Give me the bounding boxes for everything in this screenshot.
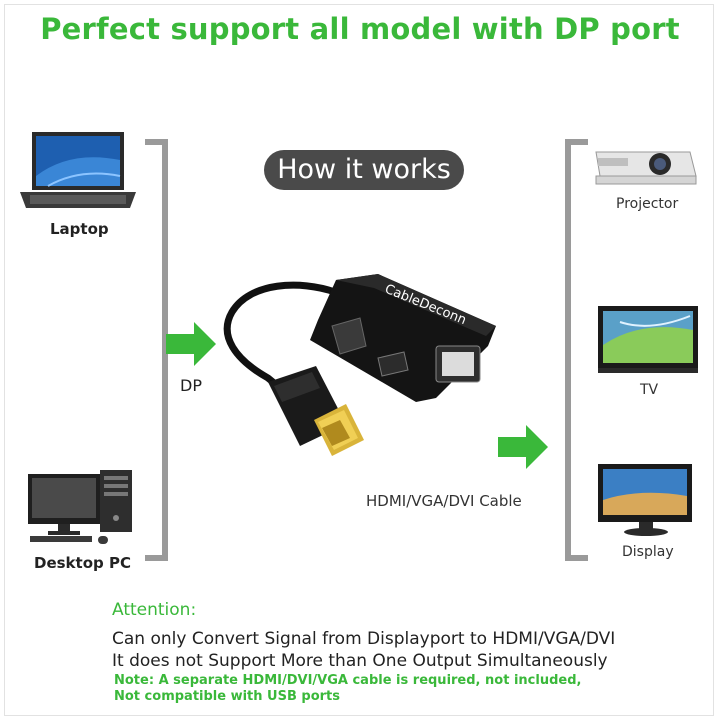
- how-it-works-badge: How it works: [264, 150, 464, 190]
- laptop-icon: [20, 132, 136, 208]
- attention-line-2: It does not Support More than One Output…: [112, 651, 608, 671]
- note-line-1: Note: A separate HDMI/DVI/VGA cable is r…: [114, 673, 582, 688]
- projector-icon: [595, 151, 697, 185]
- tv-icon: [598, 306, 698, 373]
- desktop-pc-icon: [28, 470, 132, 544]
- adapter-cable-icon: [223, 281, 364, 456]
- note-text: Note: A separate HDMI/DVI/VGA cable is r…: [114, 673, 581, 705]
- projector-label: Projector: [616, 196, 679, 212]
- dp-label: DP: [180, 376, 202, 395]
- input-arrow-icon: [166, 322, 216, 366]
- output-arrow-icon: [498, 425, 548, 469]
- cable-label: HDMI/VGA/DVI Cable: [366, 492, 522, 510]
- image-frame: [4, 4, 714, 716]
- left-bracket: [145, 139, 168, 561]
- display-monitor-icon: [598, 464, 692, 536]
- note-line-2: Not compatible with USB ports: [114, 689, 341, 704]
- headline: Perfect support all model with DP port: [40, 12, 680, 46]
- tv-label: TV: [640, 382, 659, 398]
- right-bracket: [565, 139, 588, 561]
- adapter-box-icon: [310, 274, 496, 402]
- laptop-label: Laptop: [50, 220, 109, 238]
- attention-line-1: Can only Convert Signal from Displayport…: [112, 629, 616, 649]
- desktop-pc-label: Desktop PC: [34, 554, 131, 572]
- attention-title: Attention:: [112, 600, 197, 620]
- display-label: Display: [622, 544, 674, 560]
